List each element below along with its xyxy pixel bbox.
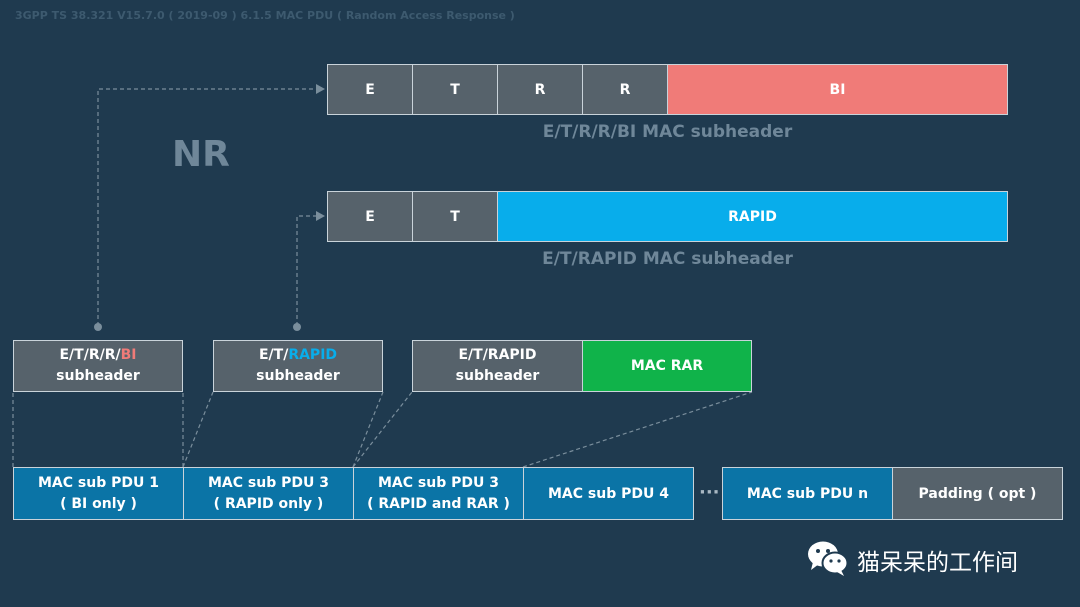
field-bi: BI xyxy=(667,64,1008,115)
field-e: E xyxy=(327,191,413,242)
expand-line xyxy=(352,391,413,468)
bi-subheader-bar: E T R R BI xyxy=(327,64,1008,115)
mac-sub-pdu-n: MAC sub PDU n xyxy=(722,467,893,520)
mac-sub-pdu-rapid-only: MAC sub PDU 3 ( RAPID only ) xyxy=(183,467,354,520)
expand-line xyxy=(182,391,214,468)
bi-highlight: BI xyxy=(120,347,137,363)
nr-label: NR xyxy=(172,134,230,175)
subheader-label: subheader xyxy=(455,368,540,384)
bi-subheader-box: E/T/R/R/BI subheader xyxy=(13,340,183,392)
watermark-label: 猫呆呆的工作间 xyxy=(857,550,1018,576)
mac-rar-field: MAC RAR xyxy=(582,340,752,392)
field-rapid: RAPID xyxy=(497,191,1008,242)
connector-dot xyxy=(94,323,102,331)
mac-sub-pdu-rapid-rar: MAC sub PDU 3 ( RAPID and RAR ) xyxy=(353,467,524,520)
field-r: R xyxy=(582,64,668,115)
rapid-subheader-caption: E/T/RAPID MAC subheader xyxy=(542,249,793,269)
ellipsis: ··· xyxy=(699,482,720,503)
subheader-label: subheader xyxy=(56,368,140,384)
subheader-title: E/T/RAPID xyxy=(458,347,537,363)
expand-line xyxy=(352,391,384,468)
rapid-subheader-bar: E T RAPID xyxy=(327,191,1008,242)
subheader-label: subheader xyxy=(256,368,340,384)
field-r: R xyxy=(497,64,583,115)
subheader-prefix: E/T/ xyxy=(258,347,289,363)
subheader-prefix: E/T/R/R/ xyxy=(59,347,121,363)
spec-title: 3GPP TS 38.321 V15.7.0 ( 2019-09 ) 6.1.5… xyxy=(15,9,515,22)
mac-sub-pdu-1: MAC sub PDU 1 ( BI only ) xyxy=(13,467,184,520)
arrowhead xyxy=(316,84,325,94)
field-e: E xyxy=(327,64,413,115)
expand-line xyxy=(522,391,753,468)
connector-dot xyxy=(293,323,301,331)
mac-sub-pdu-4: MAC sub PDU 4 xyxy=(523,467,694,520)
rapid-rar-subheader-box: E/T/RAPID subheader MAC RAR xyxy=(412,340,752,392)
arrowhead xyxy=(316,211,325,221)
wechat-icon xyxy=(808,541,849,576)
mac-pdu-row: MAC sub PDU 1 ( BI only ) MAC sub PDU 3 … xyxy=(13,467,1063,520)
rapid-connector-line xyxy=(296,215,316,326)
bi-subheader-caption: E/T/R/R/BI MAC subheader xyxy=(542,122,793,142)
bi-connector-line xyxy=(97,88,316,326)
rapid-highlight: RAPID xyxy=(288,347,338,363)
padding-field: Padding ( opt ) xyxy=(892,467,1063,520)
field-t: T xyxy=(412,64,498,115)
field-t: T xyxy=(412,191,498,242)
rapid-subheader-box: E/T/RAPID subheader xyxy=(213,340,383,392)
